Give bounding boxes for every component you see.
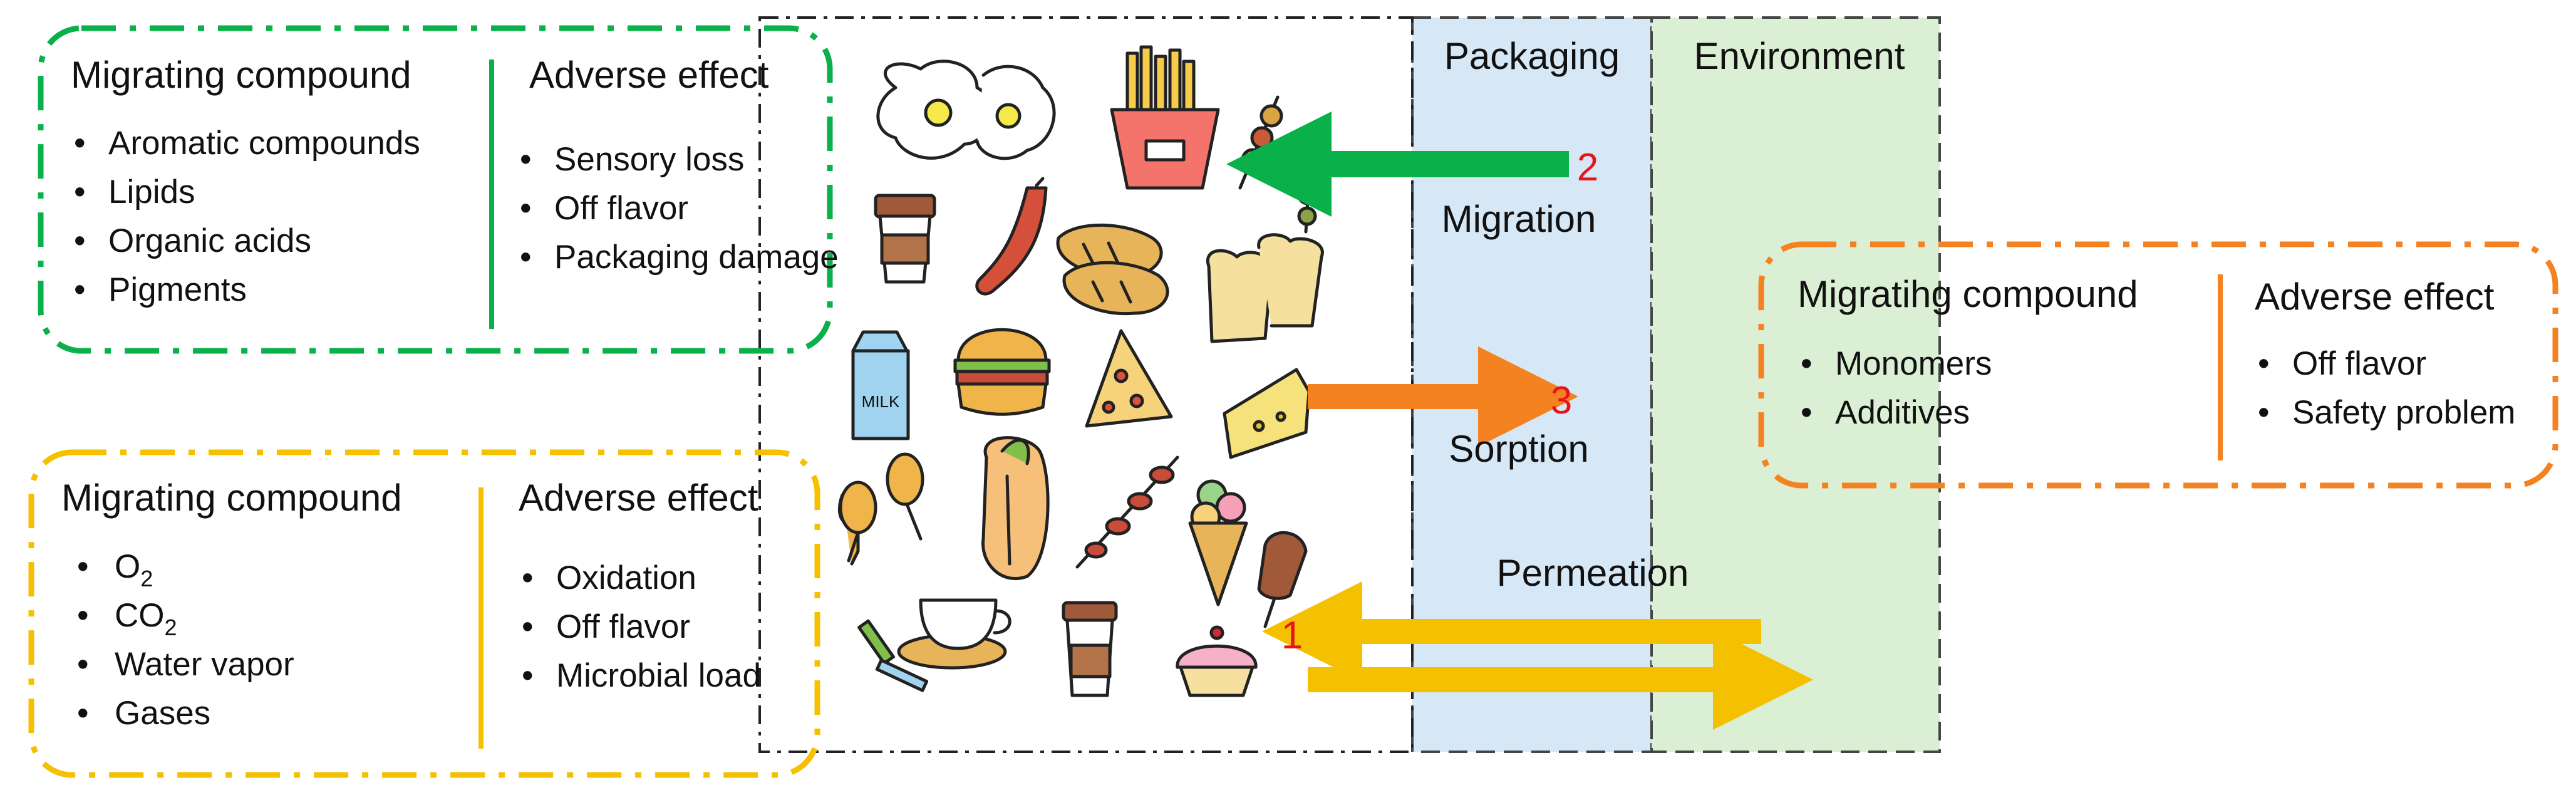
green-effect-title: Adverse effect bbox=[529, 54, 769, 96]
list-item: Pigments bbox=[108, 271, 247, 308]
list-item: Microbial load bbox=[556, 657, 761, 694]
sausage-skewer-icon bbox=[1075, 455, 1179, 569]
permeation-label: Permeation bbox=[1497, 552, 1689, 594]
burger-icon bbox=[953, 328, 1051, 416]
list-item: Gases bbox=[115, 695, 210, 732]
list-bullet: • bbox=[74, 174, 86, 210]
list-item: Additives bbox=[1835, 394, 1970, 431]
sugar-sticks-icon bbox=[857, 619, 929, 692]
fries-icon bbox=[1110, 45, 1220, 190]
cheese-icon bbox=[1223, 368, 1311, 459]
list-item: Off flavor bbox=[556, 608, 690, 645]
list-item: Aromatic compounds bbox=[108, 125, 420, 162]
list-bullet: • bbox=[74, 125, 86, 162]
number-2: 2 bbox=[1577, 146, 1598, 189]
list-item: Packaging damage bbox=[554, 239, 839, 276]
packaging-label: Packaging bbox=[1444, 35, 1620, 77]
list-item: O2 bbox=[115, 548, 153, 591]
chicken-leg-icon bbox=[837, 452, 924, 566]
list-bullet: • bbox=[522, 657, 534, 694]
number-3: 3 bbox=[1551, 379, 1572, 422]
milk-carton-icon: MILK bbox=[851, 330, 910, 440]
cupcake-icon bbox=[1176, 625, 1258, 697]
orange-effect-list: • Off flavor • Safety problem bbox=[2258, 345, 2515, 431]
yellow-effect-title: Adverse effect bbox=[519, 477, 758, 519]
sausage-icon bbox=[975, 177, 1048, 296]
milk-label: MILK bbox=[862, 392, 900, 411]
yellow-compound-list: • O2 • CO2 • Water vapor • Gases bbox=[77, 548, 294, 732]
food-illustrations: MILK bbox=[837, 45, 1324, 697]
bread-icon bbox=[1056, 223, 1169, 316]
list-bullet: • bbox=[520, 239, 532, 276]
list-item: Sensory loss bbox=[554, 141, 744, 178]
number-1: 1 bbox=[1281, 614, 1303, 657]
yellow-compound-title: Migrating compound bbox=[61, 477, 402, 519]
orange-compound-title: Migratihg compound bbox=[1798, 273, 2138, 315]
list-bullet: • bbox=[522, 608, 534, 645]
environment-label: Environment bbox=[1694, 35, 1905, 77]
pizza-slice-icon bbox=[1085, 329, 1173, 428]
list-item: Lipids bbox=[108, 174, 195, 210]
green-compound-title: Migrating compound bbox=[71, 54, 411, 96]
list-bullet: • bbox=[520, 141, 532, 178]
list-bullet: • bbox=[2258, 394, 2270, 431]
list-item: Monomers bbox=[1835, 345, 1992, 382]
green-compound-list: • Aromatic compounds • Lipids • Organic … bbox=[74, 125, 420, 308]
coffee-cup-icon bbox=[874, 194, 936, 284]
list-item: Off flavor bbox=[554, 190, 688, 227]
orange-compound-list: • Monomers • Additives bbox=[1801, 345, 1992, 431]
list-item: Water vapor bbox=[115, 646, 294, 683]
list-item: Organic acids bbox=[108, 222, 311, 259]
tea-cup-icon bbox=[897, 598, 1011, 670]
toast-icon bbox=[1206, 233, 1324, 343]
list-bullet: • bbox=[522, 559, 534, 596]
list-bullet: • bbox=[77, 646, 89, 683]
green-effect-list: • Sensory loss • Off flavor • Packaging … bbox=[520, 141, 839, 276]
migration-label: Migration bbox=[1442, 198, 1596, 240]
list-bullet: • bbox=[1801, 394, 1813, 431]
list-bullet: • bbox=[1801, 345, 1813, 382]
sorption-label: Sorption bbox=[1449, 428, 1588, 470]
yellow-box: Migrating compound Adverse effect • O2 •… bbox=[28, 449, 820, 778]
ice-cream-cone-icon bbox=[1188, 479, 1248, 606]
eggs-icon bbox=[876, 60, 1056, 160]
yellow-effect-list: • Oxidation • Off flavor • Microbial loa… bbox=[522, 559, 761, 694]
list-item: CO2 bbox=[115, 597, 177, 640]
orange-box: Migratihg compound Adverse effect • Mono… bbox=[1758, 241, 2558, 489]
list-item: Safety problem bbox=[2292, 394, 2515, 431]
orange-effect-title: Adverse effect bbox=[2255, 276, 2495, 318]
hotdog-icon bbox=[981, 436, 1050, 581]
list-bullet: • bbox=[74, 271, 86, 308]
list-bullet: • bbox=[74, 222, 86, 259]
list-bullet: • bbox=[77, 695, 89, 732]
green-box: Migrating compound Adverse effect • Arom… bbox=[38, 25, 839, 354]
list-bullet: • bbox=[77, 597, 89, 634]
list-bullet: • bbox=[77, 548, 89, 585]
list-bullet: • bbox=[520, 190, 532, 227]
popsicle-icon bbox=[1257, 531, 1308, 628]
list-item: Off flavor bbox=[2292, 345, 2426, 382]
skewer-icon bbox=[1238, 95, 1322, 234]
list-bullet: • bbox=[2258, 345, 2270, 382]
list-item: Oxidation bbox=[556, 559, 696, 596]
coffee-cup-small-icon bbox=[1062, 601, 1118, 697]
